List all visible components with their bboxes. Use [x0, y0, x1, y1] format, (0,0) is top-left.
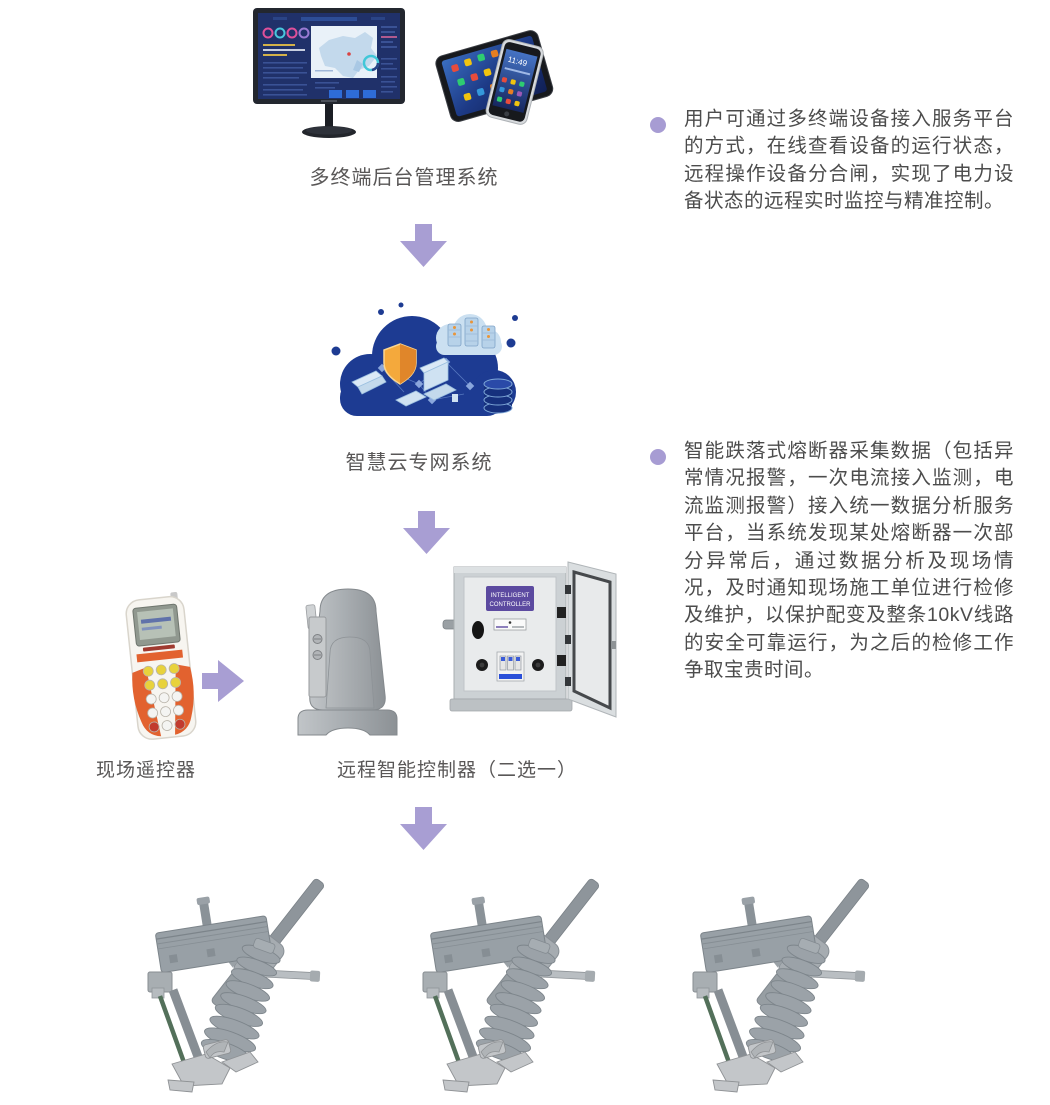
tablet-phone-icon: 11:49: [428, 24, 570, 126]
cloud-platform-icon: [324, 296, 520, 428]
bullet-dot: [650, 449, 666, 465]
arrow-down-icon: [400, 224, 447, 267]
bullet-dot: [650, 117, 666, 133]
dropout-fuse-icon: [110, 856, 385, 1101]
arrow-right-icon: [202, 660, 244, 702]
cabinet-label-line1: INTELLIGENT: [491, 593, 530, 599]
controller-label: 远程智能控制器（二选一）: [336, 760, 578, 781]
arrow-down-icon: [400, 807, 447, 850]
top-system-label: 多终端后台管理系统: [309, 167, 499, 189]
bullet-text-1: 用户可通过多终端设备接入服务平台的方式，在线查看设备的运行状态，远程操作设备分合…: [684, 108, 1014, 213]
cloud-system-label: 智慧云专网系统: [345, 452, 493, 474]
arrow-down-icon: [403, 511, 450, 554]
control-cabinet-icon: INTELLIGENT CONTROLLER: [442, 557, 620, 725]
dropout-fuse-icon: [385, 856, 660, 1101]
monitor-dashboard-icon: [253, 8, 405, 142]
handheld-remote-icon: [112, 592, 208, 744]
bullet-text-2: 智能跌落式熔断器采集数据（包括异常情况报警，一次电流接入监测，电流监测报警）接入…: [684, 440, 1014, 682]
dome-controller-icon: [290, 577, 405, 742]
remote-label: 现场遥控器: [95, 760, 197, 781]
cabinet-label-line2: CONTROLLER: [489, 602, 531, 608]
dropout-fuse-icon: [655, 856, 930, 1101]
